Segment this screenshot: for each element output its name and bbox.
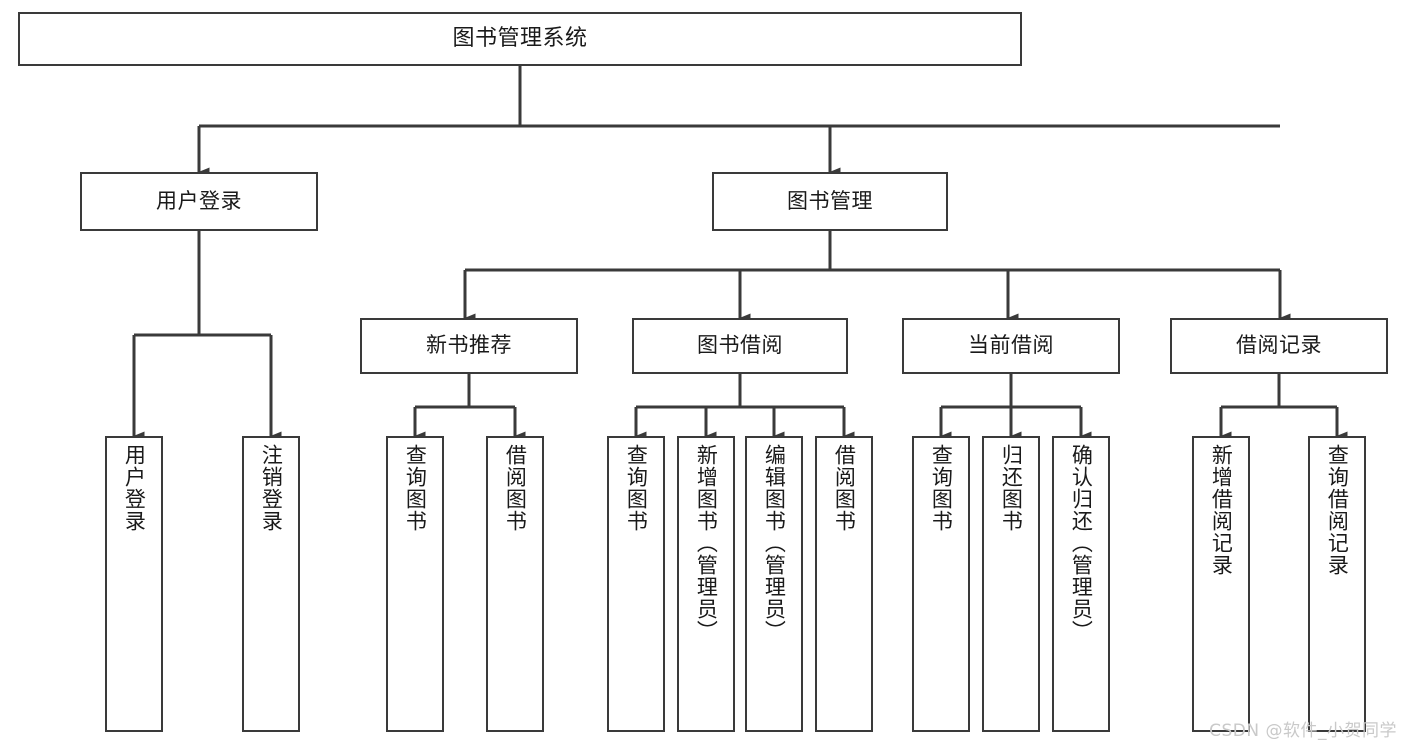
leaf-user-login-signout[interactable]: 注销登录 [242, 436, 300, 732]
node-label: 借阅记录 [1236, 333, 1322, 358]
leaf-user-login-signin[interactable]: 用户登录 [105, 436, 163, 732]
node-label: 当前借阅 [968, 333, 1054, 358]
watermark-text: CSDN @软件_小贺同学 [1209, 721, 1397, 741]
node-label: 图书借阅 [697, 333, 783, 358]
node-label: 查询图书 [929, 444, 954, 532]
leaf-borrow-borrow-book[interactable]: 借阅图书 [815, 436, 873, 732]
node-book-borrow[interactable]: 图书借阅 [632, 318, 848, 374]
leaf-recommend-borrow-book[interactable]: 借阅图书 [486, 436, 544, 732]
node-label: 用户登录 [122, 444, 147, 532]
leaf-recommend-query-book[interactable]: 查询图书 [386, 436, 444, 732]
node-label: 新书推荐 [426, 333, 512, 358]
node-new-book-recommend[interactable]: 新书推荐 [360, 318, 578, 374]
node-current-borrow[interactable]: 当前借阅 [902, 318, 1120, 374]
node-label: 借阅图书 [503, 444, 528, 532]
node-label: 用户登录 [156, 188, 242, 213]
node-label: 查询图书 [403, 444, 428, 532]
node-root-system[interactable]: 图书管理系统 [18, 12, 1022, 66]
node-label: 新增借阅记录 [1209, 444, 1234, 576]
node-label: 确认归还（管理员） [1069, 444, 1094, 642]
node-label: 查询借阅记录 [1325, 444, 1350, 576]
leaf-current-return-book[interactable]: 归还图书 [982, 436, 1040, 732]
node-label: 借阅图书 [832, 444, 857, 532]
leaf-current-confirm-return-admin[interactable]: 确认归还（管理员） [1052, 436, 1110, 732]
node-label: 查询图书 [624, 444, 649, 532]
leaf-borrow-add-book-admin[interactable]: 新增图书（管理员） [677, 436, 735, 732]
node-borrow-record[interactable]: 借阅记录 [1170, 318, 1388, 374]
leaf-borrow-edit-book-admin[interactable]: 编辑图书（管理员） [745, 436, 803, 732]
node-label: 新增图书（管理员） [694, 444, 719, 642]
node-label: 归还图书 [999, 444, 1024, 532]
leaf-current-query-book[interactable]: 查询图书 [912, 436, 970, 732]
node-user-login[interactable]: 用户登录 [80, 172, 318, 231]
node-label: 图书管理系统 [452, 25, 588, 51]
node-label: 注销登录 [259, 444, 284, 532]
node-book-management[interactable]: 图书管理 [712, 172, 948, 231]
leaf-record-add-record[interactable]: 新增借阅记录 [1192, 436, 1250, 732]
node-label: 编辑图书（管理员） [762, 444, 787, 642]
leaf-borrow-query-book[interactable]: 查询图书 [607, 436, 665, 732]
node-label: 图书管理 [787, 188, 873, 213]
leaf-record-query-record[interactable]: 查询借阅记录 [1308, 436, 1366, 732]
